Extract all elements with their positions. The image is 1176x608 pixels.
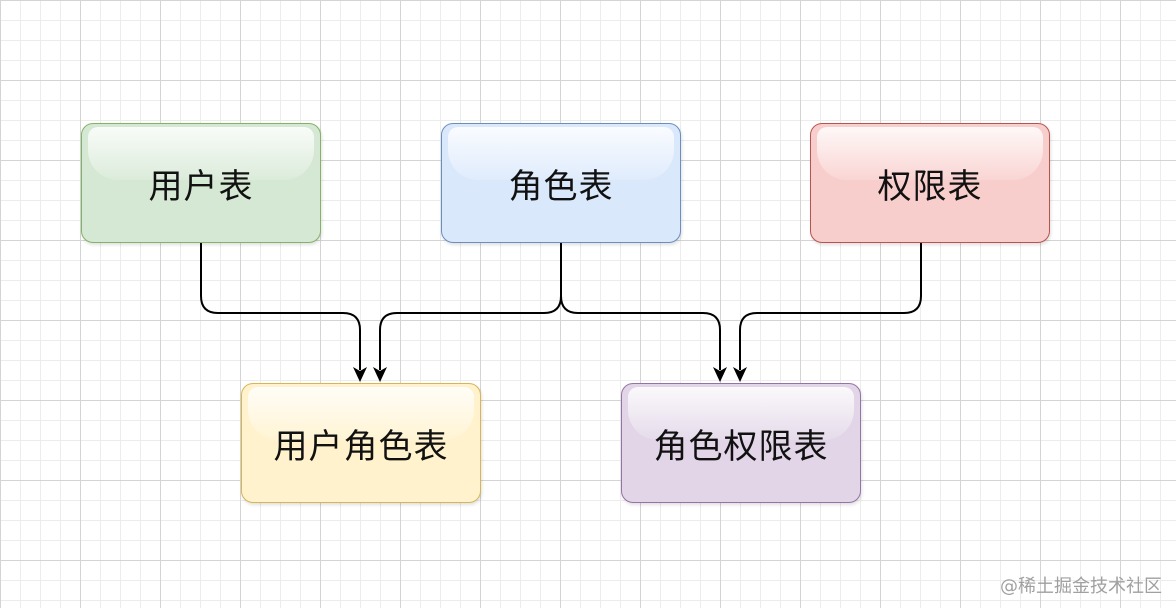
- role-permission-table-node[interactable]: 角色权限表: [621, 383, 861, 503]
- user-role-table-label: 用户角色表: [273, 426, 449, 467]
- edge-role-to-user-role: [379, 242, 562, 370]
- arrowhead-user-role-right: [373, 367, 387, 382]
- role-table-node[interactable]: 角色表: [441, 123, 681, 243]
- arrowhead-role-permission-left: [713, 367, 727, 382]
- arrowhead-user-role-left: [353, 367, 367, 382]
- edge-permission-to-role-permission: [739, 242, 922, 370]
- watermark: @稀土掘金技术社区: [1000, 576, 1162, 597]
- user-table-node[interactable]: 用户表: [81, 123, 321, 243]
- edge-user-to-user-role: [200, 242, 361, 370]
- arrowhead-role-permission-right: [733, 367, 747, 382]
- role-table-label: 角色表: [508, 166, 614, 207]
- edge-role-to-role-permission: [560, 242, 721, 370]
- user-table-label: 用户表: [148, 166, 254, 207]
- permission-table-label: 权限表: [877, 166, 983, 207]
- permission-table-node[interactable]: 权限表: [810, 123, 1050, 243]
- user-role-table-node[interactable]: 用户角色表: [241, 383, 481, 503]
- role-permission-table-label: 角色权限表: [653, 426, 829, 467]
